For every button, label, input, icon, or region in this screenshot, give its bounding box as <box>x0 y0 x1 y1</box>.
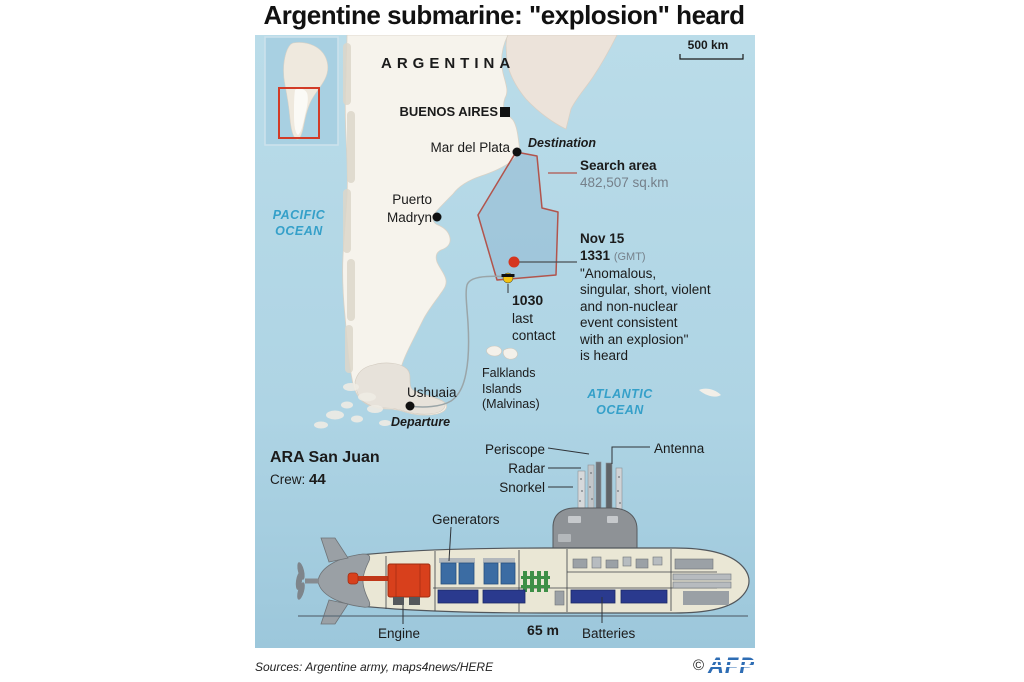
search-area-polygon <box>477 151 559 281</box>
sources-note: Sources: Argentine army, maps4news/HERE <box>255 660 494 674</box>
crew-line: Crew: 44 <box>270 471 326 488</box>
event-quote: "Anomalous, singular, short, violent and… <box>580 266 711 364</box>
antenna-label: Antenna <box>654 441 705 456</box>
page-title: Argentine submarine: "explosion" heard <box>263 0 745 30</box>
generator-units <box>439 558 516 585</box>
mar-del-plata-label: Mar del Plata <box>430 140 510 155</box>
mar-del-plata-marker <box>512 147 522 157</box>
length-label: 65 m <box>527 622 559 638</box>
route-line <box>409 275 509 408</box>
south-georgia-shape <box>699 388 721 397</box>
puerto-madryn-label: Puerto Madryn <box>386 192 432 225</box>
map-svg <box>255 35 755 648</box>
inset-highlight-rect <box>278 87 320 139</box>
capital-label: BUENOS AIRES <box>399 104 498 119</box>
fjord-islands <box>314 383 391 429</box>
destination-label: Destination <box>528 136 597 150</box>
neighbor-landmass <box>505 35 618 130</box>
event-timezone: (GMT) <box>613 251 646 263</box>
falklands-label: Falklands Islands (Malvinas) <box>482 366 540 411</box>
falkland-islands-shape <box>486 345 518 360</box>
afp-credit: ©AFP <box>642 653 757 679</box>
ushuaia-marker <box>405 401 415 411</box>
radar-label: Radar <box>508 461 545 476</box>
lower-fin <box>320 599 349 625</box>
batteries-label: Batteries <box>582 626 636 641</box>
atlantic-ocean-label: ATLANTIC OCEAN <box>587 387 653 417</box>
afp-logo: AFP <box>706 653 757 678</box>
crew-label: Crew: <box>270 472 306 487</box>
upper-fin <box>320 537 349 563</box>
submarine-name: ARA San Juan <box>270 449 380 466</box>
afp-logo-stripe <box>706 660 757 662</box>
equipment-racks <box>521 571 550 592</box>
search-area-value: 482,507 sq.km <box>580 175 669 190</box>
search-area-title: Search area <box>580 158 657 173</box>
event-time-label: 1331 (GMT) <box>580 248 646 264</box>
control-room-equipment <box>554 556 714 606</box>
departure-label: Departure <box>391 415 451 429</box>
last-contact-label: last contact <box>512 311 556 343</box>
scale-bar <box>679 54 744 60</box>
mast-speckles <box>579 472 621 504</box>
afp-logo-stripe <box>706 665 757 667</box>
propeller <box>295 562 319 600</box>
crew-value: 44 <box>309 471 326 488</box>
event-date-label: Nov 15 <box>580 231 625 246</box>
snorkel-label: Snorkel <box>499 480 545 495</box>
ushuaia-label: Ushuaia <box>407 385 457 400</box>
part-pointer-lines <box>402 446 650 624</box>
puerto-madryn-marker <box>432 212 442 222</box>
battery-banks <box>437 589 668 604</box>
engine-block <box>347 563 431 605</box>
andes-relief <box>343 43 355 373</box>
torpedo-tubes <box>672 573 732 605</box>
map-and-diagram-panel: 500 km ARGENTINA BUENOS AIRES Mar del Pl… <box>255 35 755 648</box>
event-time: 1331 <box>580 248 611 263</box>
submarine-illustration <box>295 446 750 625</box>
periscope-label: Periscope <box>484 442 545 457</box>
engine-label: Engine <box>378 626 421 641</box>
sail <box>552 507 638 550</box>
patagonia-region <box>354 362 446 415</box>
submarine-position-marker <box>501 272 515 284</box>
pacific-ocean-label: PACIFIC OCEAN <box>272 208 326 238</box>
copyright-symbol: © <box>692 657 704 674</box>
scale-label: 500 km <box>687 38 729 52</box>
generators-label: Generators <box>432 512 500 527</box>
last-contact-time: 1030 <box>512 292 544 308</box>
country-label: ARGENTINA <box>381 55 516 72</box>
south-america-inset <box>264 36 339 146</box>
explosion-event-marker <box>508 256 520 268</box>
buenos-aires-marker <box>500 107 510 117</box>
